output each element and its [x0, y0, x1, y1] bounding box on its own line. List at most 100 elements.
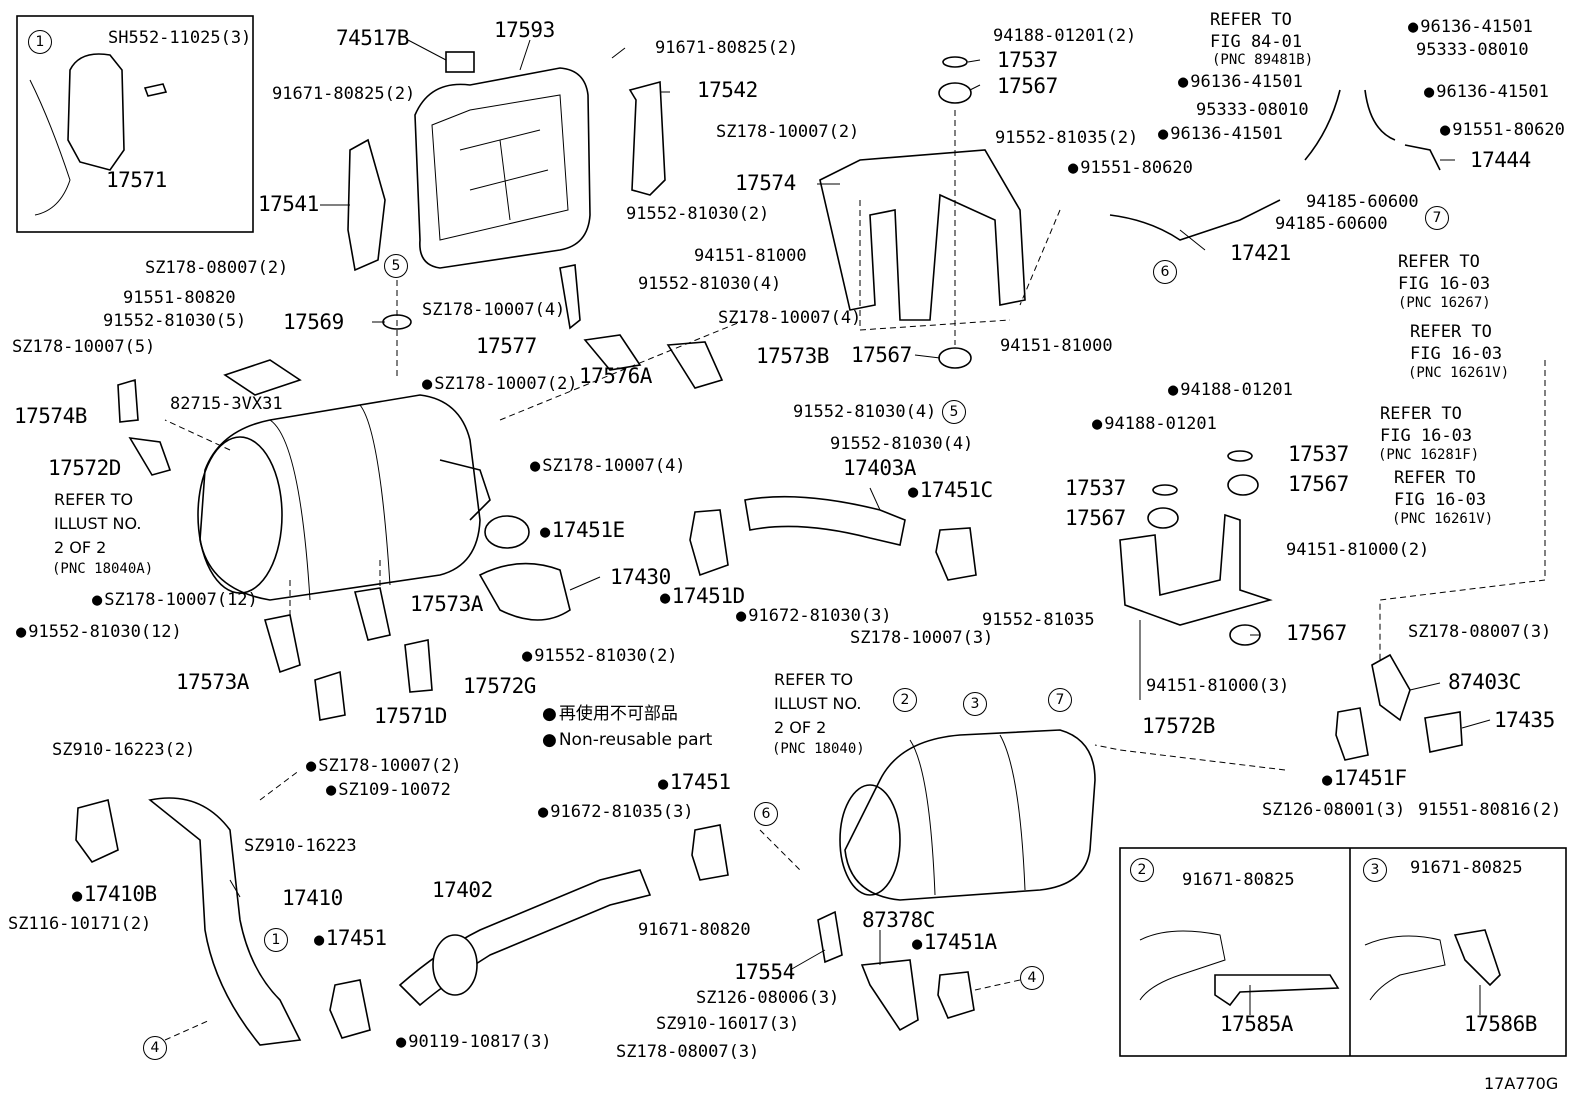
refer-note: REFER TO — [1210, 10, 1292, 30]
part-label: 17567 — [997, 74, 1058, 98]
converter-drawing — [199, 394, 481, 601]
nut-label: SZ178-10007(4) — [718, 308, 862, 328]
non-reusable-label: SZ109-10072 — [326, 780, 451, 800]
leader-lines — [229, 39, 1491, 1015]
bolt-label: 91552-81030(4) — [793, 402, 937, 422]
part-label: 17537 — [1065, 476, 1126, 500]
bolt-label: 91671-80820 — [638, 920, 751, 940]
callout-circle: 1 — [28, 30, 52, 54]
washer-17537-c — [1152, 484, 1178, 496]
callout-circle: 7 — [1048, 688, 1072, 712]
part-label: 74517B — [336, 26, 409, 50]
hose-label: 95333-08010 — [1416, 40, 1529, 60]
non-reusable-label: 17451A — [912, 932, 997, 954]
bolt-label: 91552-81030(5) — [103, 311, 247, 331]
non-reusable-label: 17451C — [908, 480, 993, 502]
gasket-label: 94185-60600 — [1306, 192, 1419, 212]
callout-circle: 3 — [963, 692, 987, 716]
part-label: 82715-3VX31 — [170, 394, 283, 414]
refer-note: (PNC 18040) — [772, 741, 865, 757]
bolt-label: 91552-81030(4) — [830, 434, 974, 454]
bracket-17576A-drawing — [583, 334, 642, 371]
bracket-17586B-drawing — [1453, 929, 1501, 987]
refer-note: 2 OF 2 — [54, 538, 107, 557]
part-label: 17537 — [1288, 442, 1349, 466]
bracket-17572B-drawing — [1119, 513, 1273, 626]
non-reusable-label: 91551-80620 — [1440, 120, 1565, 140]
hoses-95333 — [1304, 89, 1396, 161]
legend-en: Non-reusable part — [542, 730, 712, 750]
non-reusable-label: SZ178-10007(2) — [422, 374, 577, 394]
callout-circle: 5 — [384, 254, 408, 278]
pipe-17444-drawing — [1404, 144, 1441, 171]
gasket-17451F-drawing — [1335, 707, 1369, 761]
refer-note: FIG 84-01 — [1210, 32, 1303, 52]
nut-label: SZ178-10007(5) — [12, 337, 156, 357]
sensor-17421-drawing — [1109, 199, 1281, 241]
pipe-17410-drawing — [148, 797, 302, 1046]
callout-circle: 4 — [143, 1036, 167, 1060]
figure-code: 17A770G — [1484, 1074, 1559, 1093]
inset1-part-label: 17571 — [106, 168, 167, 192]
converter-outlet — [439, 459, 491, 521]
stud-label: SZ126-08001(3) — [1262, 800, 1406, 820]
gasket-17451C-drawing — [935, 527, 977, 581]
label-plate-74517B-drawing — [445, 51, 475, 73]
converter-inlet — [197, 436, 283, 594]
non-reusable-label: 91552-81030(12) — [16, 622, 182, 642]
non-reusable-label: SZ178-10007(12) — [92, 590, 258, 610]
nut-label: SZ126-08006(3) — [696, 988, 840, 1008]
non-reusable-label: 91551-80620 — [1068, 158, 1193, 178]
bolt-label: 91552-81035(2) — [995, 128, 1139, 148]
callout-circle: 4 — [1020, 966, 1044, 990]
bracket-17573A-a-drawing — [353, 587, 391, 641]
callout-circle: 3 — [1363, 858, 1387, 882]
part-label: 87378C — [862, 908, 935, 932]
non-reusable-label: 91552-81030(2) — [522, 646, 677, 666]
part-label: 17569 — [283, 310, 344, 334]
gasket-17451A-drawing — [937, 971, 975, 1019]
part-label: 17537 — [997, 48, 1058, 72]
part-label: 17574B — [14, 404, 87, 428]
nut-label: 94151-81000 — [694, 246, 807, 266]
non-reusable-label: 90119-10817(3) — [396, 1032, 551, 1052]
refer-note: FIG 16-03 — [1410, 344, 1503, 364]
bracket-87378C-drawing — [860, 959, 919, 1032]
cushion-17567-d — [1147, 507, 1179, 529]
part-label: 17593 — [494, 18, 555, 42]
pipe-17402-resonator — [432, 934, 478, 996]
non-reusable-label: 94188-01201 — [1092, 414, 1217, 434]
refer-note: (PNC 16281F) — [1378, 447, 1480, 463]
non-reusable-label: 17410B — [72, 884, 157, 906]
gasket-17451-b-drawing — [691, 824, 729, 881]
inset2-contour — [1139, 930, 1226, 1001]
part-label: 17542 — [697, 78, 758, 102]
inset-frame-1 — [16, 15, 254, 233]
cushion-17567-a — [938, 82, 972, 104]
non-reusable-label: SZ178-10007(2) — [306, 756, 461, 776]
non-reusable-label: SZ178-10007(4) — [530, 456, 685, 476]
nut-label: SZ178-10007(2) — [716, 122, 860, 142]
bracket-17435-drawing — [1424, 711, 1463, 753]
inset-frame-23 — [1119, 847, 1567, 1057]
hose-label: 95333-08010 — [1196, 100, 1309, 120]
washer-label: SZ910-16017(3) — [656, 1014, 800, 1034]
pipe-17430-drawing — [478, 562, 571, 621]
cushion-17567-b — [938, 347, 972, 369]
non-reusable-label: 94188-01201 — [1168, 380, 1293, 400]
non-reusable-label: 91672-81030(3) — [736, 606, 891, 626]
gasket-label: SZ910-16223(2) — [52, 740, 196, 760]
part-label: 17574 — [735, 171, 796, 195]
part-label: 17573A — [176, 670, 249, 694]
bracket-17574-drawing — [819, 149, 1026, 321]
bracket-17572D-drawing — [128, 436, 172, 476]
nut-label: SZ178-08007(3) — [616, 1042, 760, 1062]
inset2-bolt-label: 91671-80825 — [1182, 870, 1295, 890]
bracket-17573A-b-drawing — [263, 614, 301, 674]
nut-label: 94151-81000(3) — [1146, 676, 1290, 696]
bracket-82715-drawing — [223, 359, 302, 396]
inset1-contour — [29, 79, 71, 216]
callout-circle: 2 — [1130, 858, 1154, 882]
callout-circle: 2 — [893, 688, 917, 712]
